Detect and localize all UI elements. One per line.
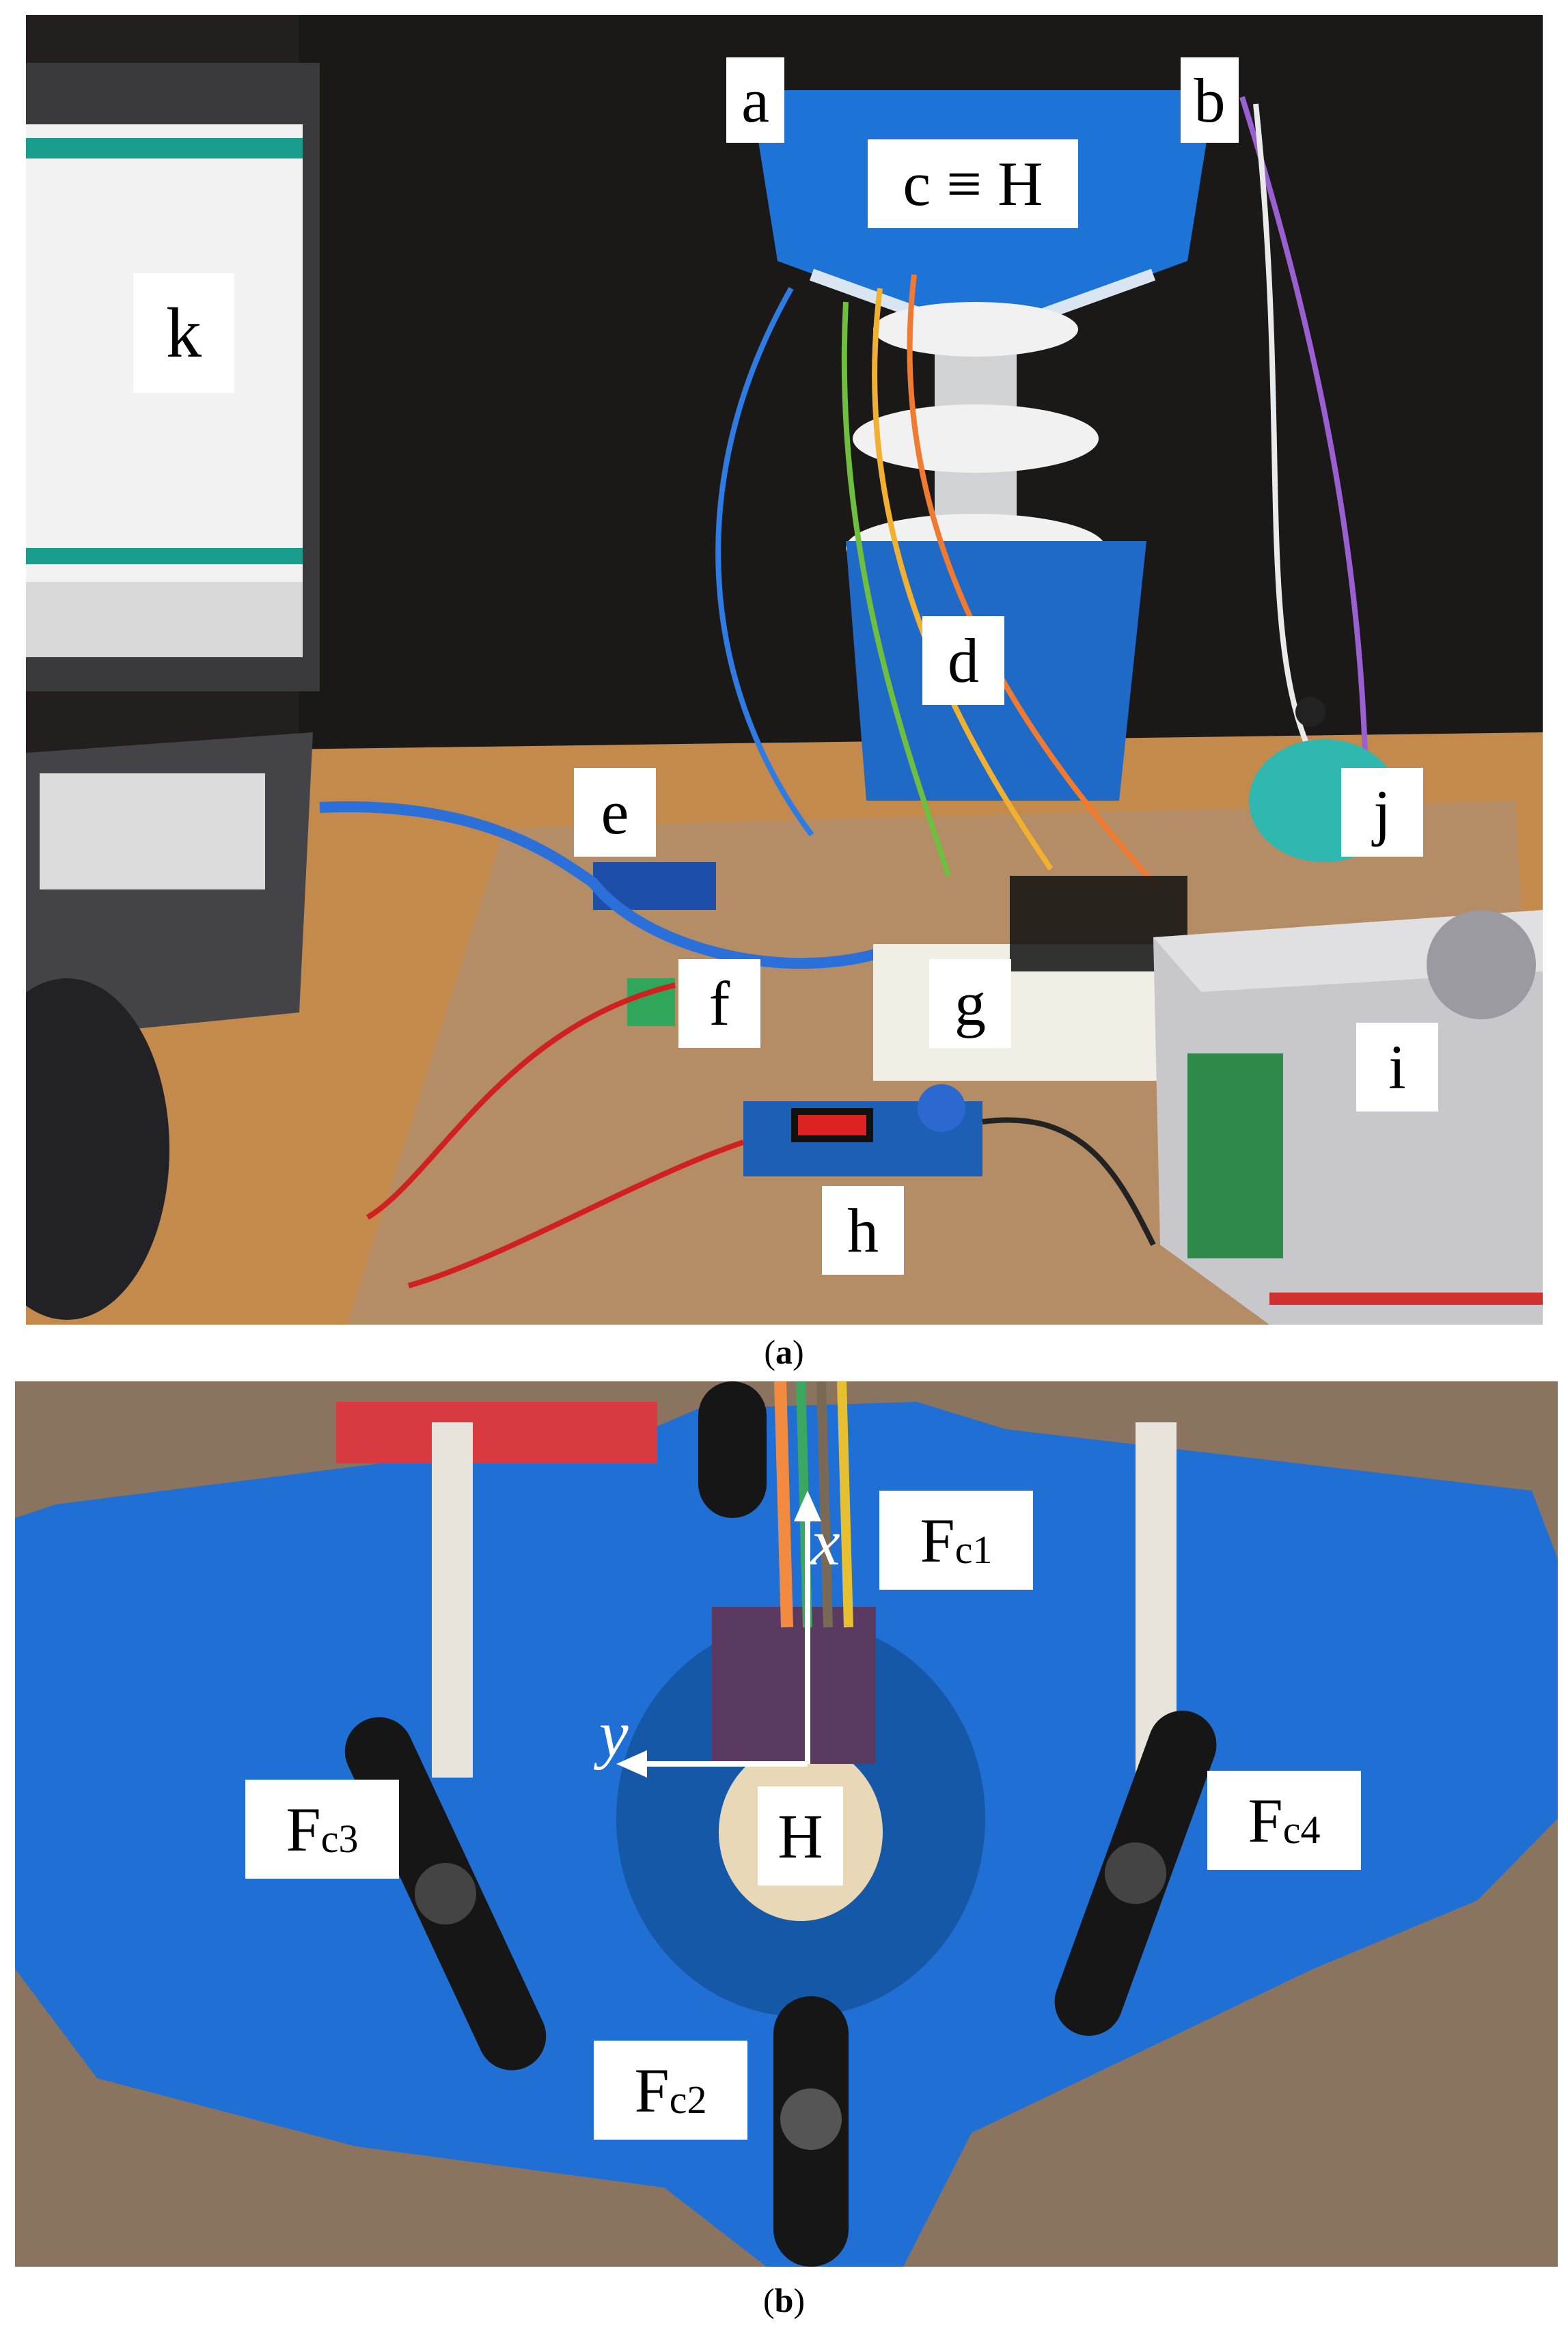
servo-horn-c4 xyxy=(1054,1711,1217,2036)
label-a: a xyxy=(726,57,784,143)
label-fc4-sub: c4 xyxy=(1282,1807,1321,1852)
servo-horn-c2 xyxy=(773,1996,849,2267)
label-fc3-sub: c3 xyxy=(320,1816,359,1861)
label-h: h xyxy=(822,1186,904,1275)
experimental-setup-illustration xyxy=(26,15,1543,1325)
red-tape xyxy=(336,1402,657,1463)
ribbon-cable-left xyxy=(432,1422,473,1778)
label-f: f xyxy=(678,959,760,1048)
label-i: i xyxy=(1356,1023,1438,1112)
label-d: d xyxy=(922,616,1004,705)
label-H: H xyxy=(758,1786,843,1886)
label-j: j xyxy=(1341,768,1423,857)
mouse xyxy=(26,978,169,1320)
label-fc1-sub: c1 xyxy=(954,1527,993,1572)
label-fc4-base: F xyxy=(1248,1785,1283,1855)
label-fc3-base: F xyxy=(286,1794,321,1864)
label-g: g xyxy=(929,959,1011,1048)
label-c: c ≡ H xyxy=(868,139,1078,228)
servo-horn-c1 xyxy=(698,1381,767,1518)
caption-a-letter: a xyxy=(775,1333,793,1371)
label-fc1-base: F xyxy=(920,1505,955,1575)
label-fc2-sub: c2 xyxy=(669,2077,707,2122)
caption-a: (a) xyxy=(764,1333,804,1371)
label-e: e xyxy=(574,768,656,857)
axis-x-label: x xyxy=(811,1506,840,1579)
caption-b: (b) xyxy=(762,2281,806,2319)
label-k: k xyxy=(133,273,234,393)
label-fc2-base: F xyxy=(634,2055,670,2125)
photo-panel-a: a b c ≡ H d e f g h i j k xyxy=(26,15,1543,1325)
axis-y-label: y xyxy=(599,1697,629,1770)
caption-b-letter: b xyxy=(774,2281,794,2319)
label-b: b xyxy=(1181,57,1239,143)
imu-sensor-board xyxy=(712,1607,876,1764)
